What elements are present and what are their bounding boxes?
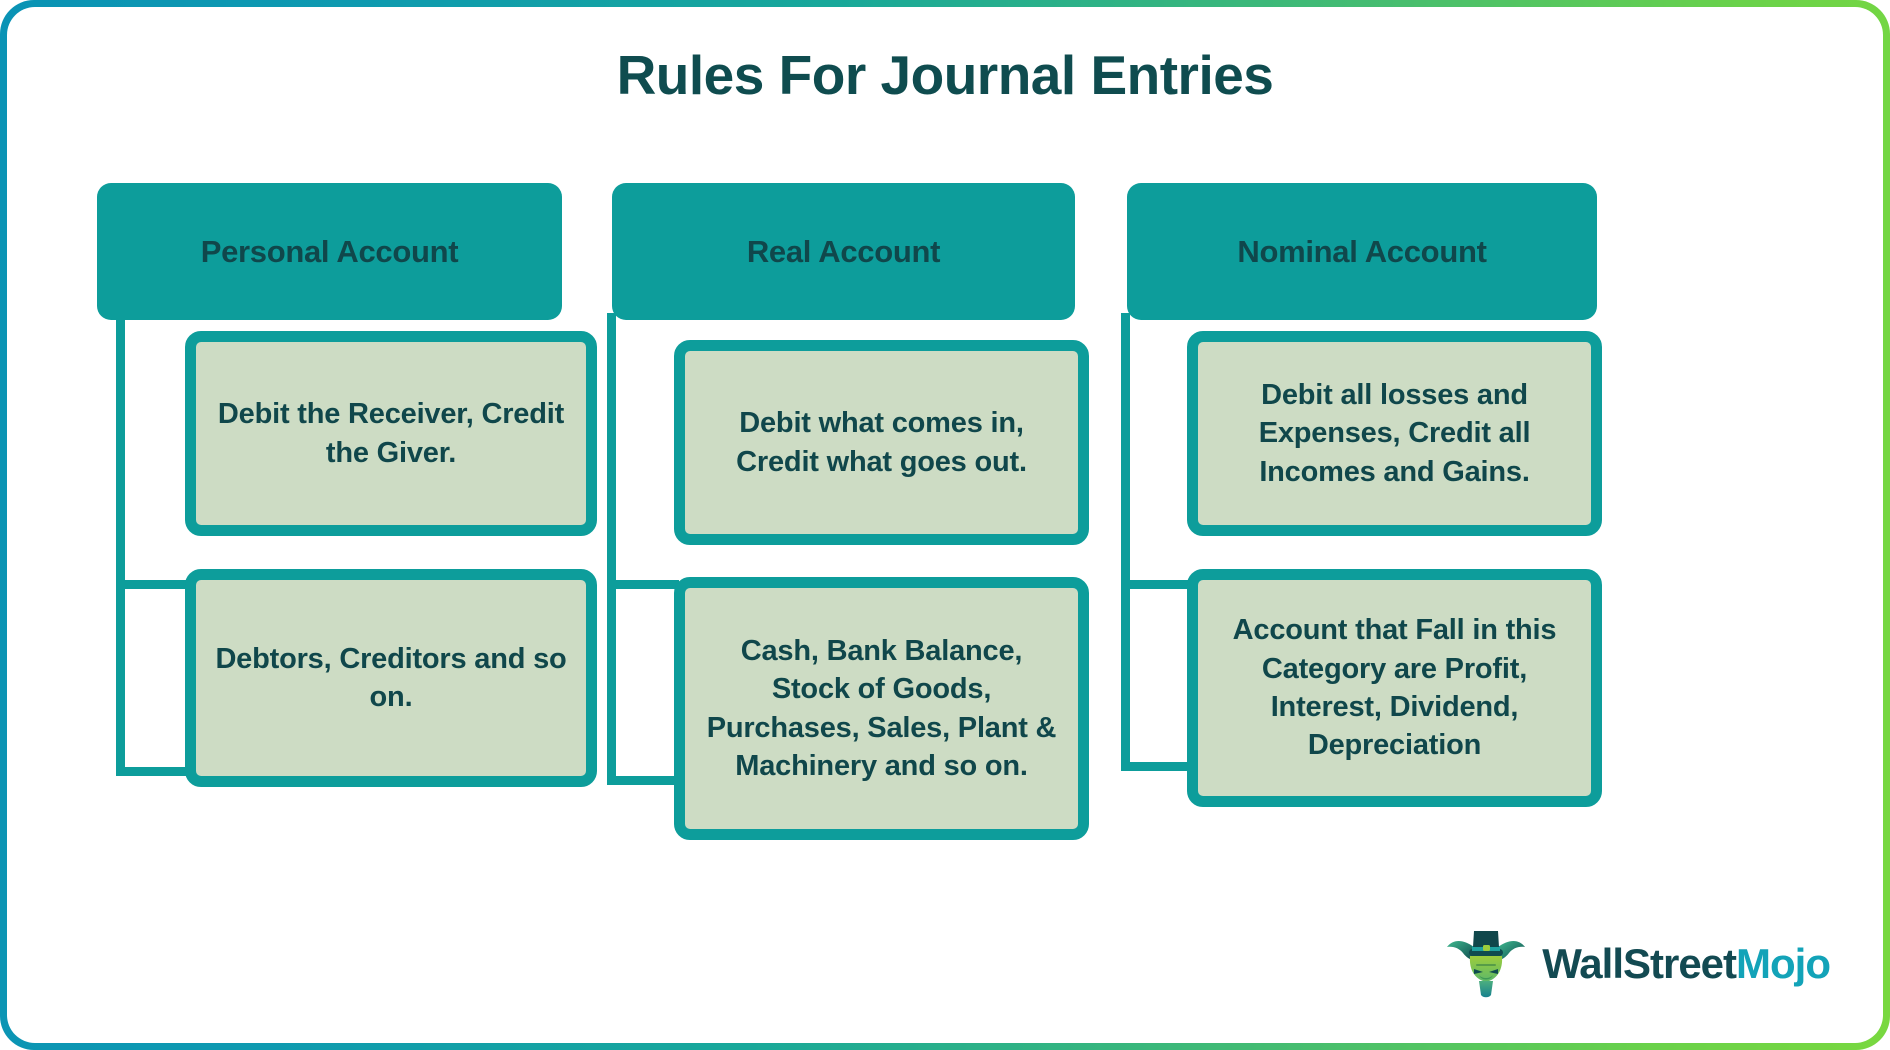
column-3-boxes: Debit all losses and Expenses, Credit al… bbox=[1187, 331, 1602, 807]
rule-box-text: Account that Fall in this Category are P… bbox=[1232, 614, 1557, 762]
connector-trunk bbox=[607, 313, 616, 785]
logo-text-secondary: Mojo bbox=[1736, 940, 1831, 987]
connector-branch-1 bbox=[1121, 580, 1193, 589]
connector-branch-1 bbox=[116, 580, 196, 589]
rule-box[interactable]: Debit what comes in, Credit what goes ou… bbox=[674, 340, 1089, 545]
bull-mascot-with-top-hat-icon bbox=[1447, 931, 1526, 998]
wallstreetmojo-logo[interactable]: WallStreetMojo bbox=[1443, 929, 1831, 999]
column-nominal-account: Nominal Account Debit all losses and Exp… bbox=[1121, 183, 1627, 807]
column-header-real-account[interactable]: Real Account bbox=[612, 183, 1075, 320]
column-header-label: Real Account bbox=[746, 233, 941, 269]
rule-box[interactable]: Debit the Receiver, Credit the Giver. bbox=[185, 331, 597, 536]
rule-box-text: Cash, Bank Balance, Stock of Goods, Purc… bbox=[706, 634, 1057, 782]
rule-box-text: Debit all losses and Expenses, Credit al… bbox=[1258, 379, 1531, 488]
rule-box[interactable]: Cash, Bank Balance, Stock of Goods, Purc… bbox=[674, 577, 1089, 840]
rule-box[interactable]: Debit all losses and Expenses, Credit al… bbox=[1187, 331, 1602, 536]
rule-box-text: Debit the Receiver, Credit the Giver. bbox=[217, 398, 565, 469]
logo-wordmark: WallStreetMojo bbox=[1542, 940, 1831, 988]
column-header-label: Personal Account bbox=[200, 233, 459, 269]
connector-trunk bbox=[116, 313, 125, 776]
page-title: Rules For Journal Entries bbox=[616, 44, 1274, 106]
column-1-boxes: Debit the Receiver, Credit the Giver. De… bbox=[185, 331, 597, 787]
column-header-label: Nominal Account bbox=[1237, 233, 1487, 269]
column-header-personal-account[interactable]: Personal Account bbox=[97, 183, 562, 320]
rule-box[interactable]: Debtors, Creditors and so on. bbox=[185, 569, 597, 787]
connector-branch-2 bbox=[116, 767, 196, 776]
logo-text-primary: WallStreet bbox=[1542, 940, 1737, 987]
rule-box[interactable]: Account that Fall in this Category are P… bbox=[1187, 569, 1602, 807]
column-2-boxes: Debit what comes in, Credit what goes ou… bbox=[674, 340, 1089, 840]
infographic-canvas: Rules For Journal Entries Personal Accou… bbox=[7, 7, 1883, 1043]
column-header-nominal-account[interactable]: Nominal Account bbox=[1127, 183, 1597, 320]
column-real-account: Real Account Debit what comes in, Credit… bbox=[607, 183, 1112, 840]
rule-box-text: Debit what comes in, Credit what goes ou… bbox=[736, 407, 1027, 478]
connector-trunk bbox=[1121, 313, 1130, 771]
rule-box-text: Debtors, Creditors and so on. bbox=[215, 642, 567, 713]
connector-branch-2 bbox=[607, 776, 679, 785]
connector-branch-1 bbox=[607, 580, 679, 589]
column-personal-account: Personal Account Debit the Receiver, Cre… bbox=[97, 183, 597, 787]
connector-branch-2 bbox=[1121, 762, 1193, 771]
